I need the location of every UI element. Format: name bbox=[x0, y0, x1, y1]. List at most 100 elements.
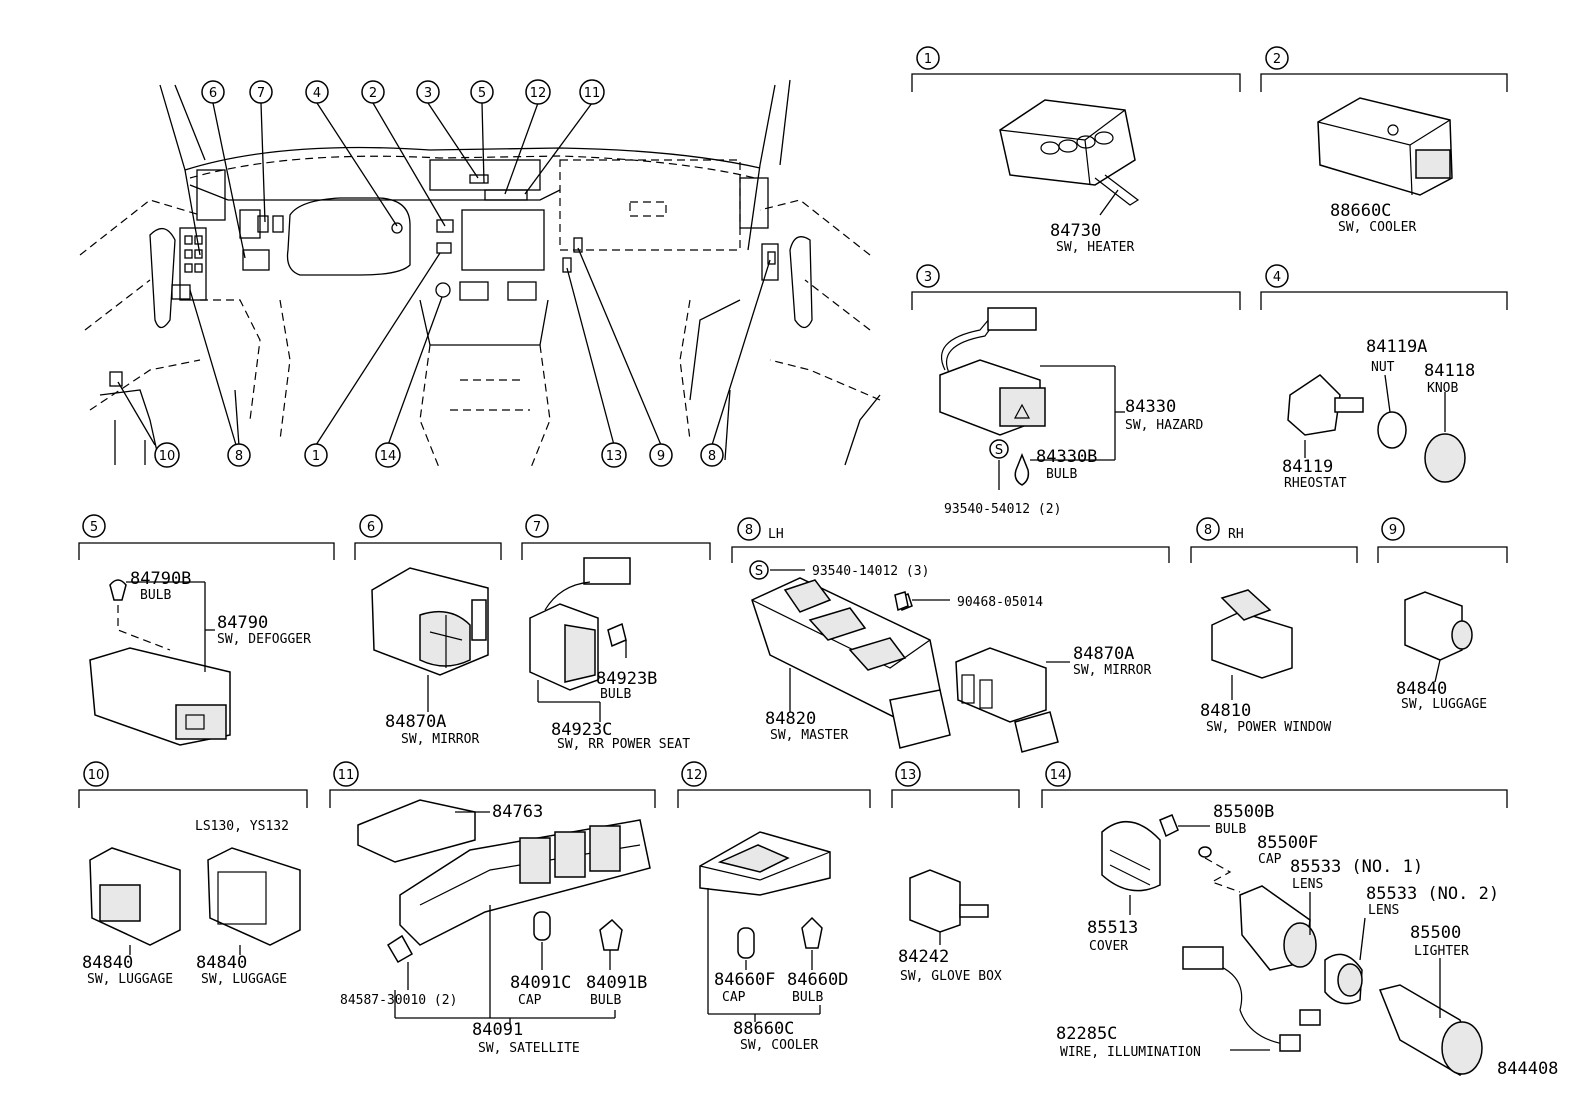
part-number-label: 84091B bbox=[586, 973, 647, 993]
part-number-label: 84242 bbox=[898, 947, 949, 967]
part-desc-label: SW, COOLER bbox=[740, 1038, 818, 1053]
svg-text:5: 5 bbox=[90, 520, 98, 535]
part-84870a-mirror-switch-lh bbox=[955, 647, 1059, 753]
part-desc-label: CAP bbox=[1258, 852, 1282, 867]
part-desc-label: KNOB bbox=[1427, 381, 1458, 396]
part-desc-label: SW, SATELLITE bbox=[478, 1041, 580, 1056]
part-desc-label: SW, LUGGAGE bbox=[201, 972, 287, 987]
part-number-label: 84330 bbox=[1125, 397, 1176, 417]
svg-text:13: 13 bbox=[606, 449, 623, 464]
svg-text:6: 6 bbox=[367, 520, 375, 535]
section-6-number: 6 bbox=[359, 514, 383, 538]
part-number-label: 84790B bbox=[130, 569, 191, 589]
part-desc-label: SW, POWER WINDOW bbox=[1206, 720, 1331, 735]
part-number-label: 84091C bbox=[510, 973, 571, 993]
part-number-label: 84923B bbox=[596, 669, 657, 689]
svg-text:12: 12 bbox=[686, 768, 703, 783]
overview-callout-10: 10 bbox=[154, 442, 180, 468]
part-desc-label: SW, HAZARD bbox=[1125, 418, 1203, 433]
svg-text:12: 12 bbox=[530, 86, 547, 101]
part-desc-label: NUT bbox=[1371, 360, 1395, 375]
part-number-label: 90468-05014 bbox=[957, 595, 1043, 610]
section-10-number: 10 bbox=[83, 761, 109, 787]
part-desc-label: LENS bbox=[1292, 877, 1323, 892]
section-11-number: 11 bbox=[333, 761, 359, 787]
section-8-rh-tag: RH bbox=[1228, 527, 1244, 542]
part-desc-label: CAP bbox=[518, 993, 542, 1008]
part-desc-label: LENS bbox=[1368, 903, 1399, 918]
section-2-number: 2 bbox=[1265, 46, 1289, 70]
part-desc-label: BULB bbox=[600, 687, 631, 702]
leader-lines bbox=[126, 189, 1446, 1051]
section-4-number: 4 bbox=[1265, 264, 1289, 288]
svg-text:14: 14 bbox=[380, 449, 397, 464]
part-desc-label: BULB bbox=[1215, 822, 1246, 837]
part-84840-luggage-switch bbox=[1404, 591, 1473, 661]
svg-text:1: 1 bbox=[924, 52, 932, 67]
section-5-number: 5 bbox=[82, 514, 106, 538]
svg-text:2: 2 bbox=[1273, 52, 1281, 67]
part-number-label: 84790 bbox=[217, 613, 268, 633]
svg-text:9: 9 bbox=[1389, 523, 1397, 538]
svg-text:3: 3 bbox=[924, 270, 932, 285]
part-number-label: 84870A bbox=[385, 712, 446, 732]
svg-text:S: S bbox=[755, 564, 763, 579]
part-number-label: 82285C bbox=[1056, 1024, 1117, 1044]
overview-callout-7: 7 bbox=[249, 80, 273, 104]
part-88660c-cooler-switch bbox=[1317, 97, 1453, 196]
overview-callout-6: 6 bbox=[201, 80, 225, 104]
overview-callout-12: 12 bbox=[525, 79, 551, 105]
screw-symbol-section-8: S bbox=[749, 560, 909, 612]
part-number-label: 84810 bbox=[1200, 701, 1251, 721]
part-number-label: 93540-14012 (3) bbox=[812, 564, 929, 579]
svg-text:1: 1 bbox=[312, 449, 320, 464]
svg-text:10: 10 bbox=[159, 449, 176, 464]
overview-callout-3: 3 bbox=[416, 80, 440, 104]
part-number-label: 84763 bbox=[492, 802, 543, 822]
svg-text:9: 9 bbox=[657, 449, 665, 464]
part-desc-label: SW, MIRROR bbox=[401, 732, 479, 747]
part-desc-label: SW, MASTER bbox=[770, 728, 848, 743]
part-number-label: 84870A bbox=[1073, 644, 1134, 664]
part-number-label: 84923C bbox=[551, 720, 612, 740]
section-7-number: 7 bbox=[525, 514, 549, 538]
part-desc-label: BULB bbox=[1046, 467, 1077, 482]
part-85500-lighter-assembly bbox=[1101, 814, 1483, 1076]
part-desc-label: CAP bbox=[722, 990, 746, 1005]
part-number-label: 85500B bbox=[1213, 802, 1274, 822]
part-number-label: 84730 bbox=[1050, 221, 1101, 241]
svg-text:2: 2 bbox=[369, 86, 377, 101]
svg-text:13: 13 bbox=[900, 768, 917, 783]
part-desc-label: WIRE, ILLUMINATION bbox=[1060, 1045, 1201, 1060]
part-number-label: 85533 (NO. 2) bbox=[1366, 884, 1499, 904]
section-8-lh-number: 8 bbox=[737, 517, 761, 541]
overview-callout-8-left: 8 bbox=[227, 443, 251, 467]
part-88660c-cooler-switch-12 bbox=[699, 831, 831, 959]
part-number-label: 84587-30010 (2) bbox=[340, 993, 457, 1008]
svg-text:6: 6 bbox=[209, 86, 217, 101]
svg-text:8: 8 bbox=[1204, 523, 1212, 538]
overview-callout-13: 13 bbox=[601, 442, 627, 468]
overview-callouts-bottom-leaders bbox=[117, 247, 771, 446]
section-12-number: 12 bbox=[681, 761, 707, 787]
part-desc-label: SW, MIRROR bbox=[1073, 663, 1151, 678]
part-number-label: 84330B bbox=[1036, 447, 1097, 467]
part-84330-hazard-switch bbox=[939, 307, 1046, 486]
part-number-label: 84118 bbox=[1424, 361, 1475, 381]
dashboard-overview bbox=[79, 79, 881, 471]
section-10-tag: LS130, YS132 bbox=[195, 819, 289, 834]
svg-text:7: 7 bbox=[533, 520, 541, 535]
part-84119-rheostat bbox=[1287, 374, 1466, 483]
section-14-number: 14 bbox=[1045, 761, 1071, 787]
part-84810-power-window-switch bbox=[1211, 589, 1293, 679]
part-84820-master-switch bbox=[751, 577, 951, 749]
part-number-label: 84660D bbox=[787, 970, 848, 990]
part-number-label: 88660C bbox=[1330, 201, 1391, 221]
part-number-label: 88660C bbox=[733, 1019, 794, 1039]
svg-text:10: 10 bbox=[88, 768, 105, 783]
part-desc-label: SW, DEFOGGER bbox=[217, 632, 311, 647]
figure-number: 844408 bbox=[1497, 1059, 1558, 1079]
svg-text:7: 7 bbox=[257, 86, 265, 101]
svg-text:4: 4 bbox=[313, 86, 321, 101]
part-84870a-mirror-switch bbox=[371, 567, 489, 676]
